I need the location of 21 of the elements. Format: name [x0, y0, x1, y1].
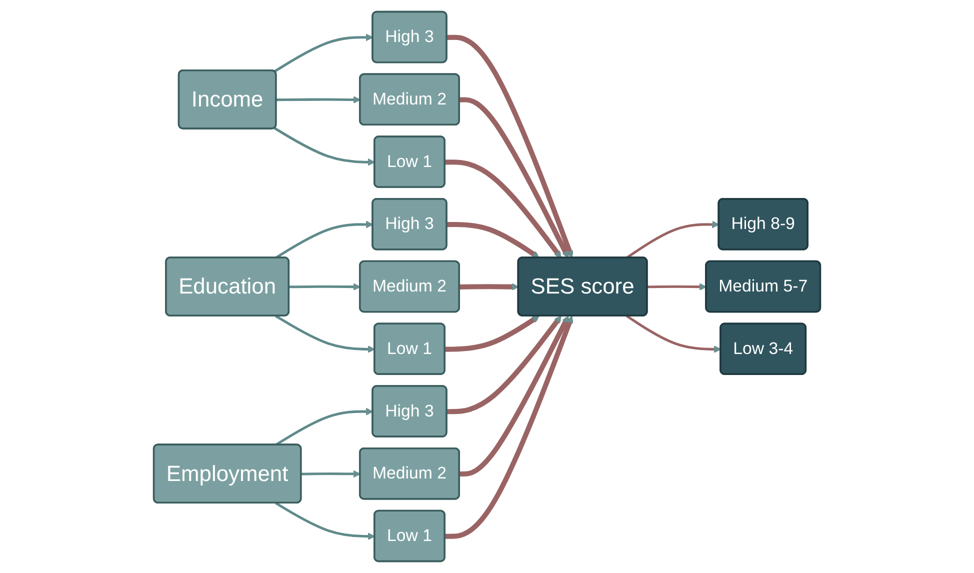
- arrow: [445, 316, 574, 539]
- arrow: [446, 316, 562, 414]
- arrow: [275, 408, 374, 446]
- arrow: [275, 502, 376, 540]
- arrow: [446, 34, 574, 258]
- arrow: [301, 470, 361, 478]
- arrow: [275, 220, 374, 259]
- arrow: [274, 127, 376, 166]
- arrow: [276, 96, 361, 104]
- arrow: [460, 97, 570, 258]
- arrow: [460, 283, 519, 291]
- arrow: [445, 316, 540, 352]
- arrow: [460, 316, 570, 477]
- arrow: [446, 222, 540, 258]
- arrow: [626, 220, 720, 259]
- arrow: [275, 314, 376, 353]
- arrow: [647, 283, 707, 291]
- arrow: [289, 283, 361, 291]
- arrow: [274, 34, 374, 73]
- arrow: [626, 314, 722, 353]
- arrow: [445, 160, 562, 258]
